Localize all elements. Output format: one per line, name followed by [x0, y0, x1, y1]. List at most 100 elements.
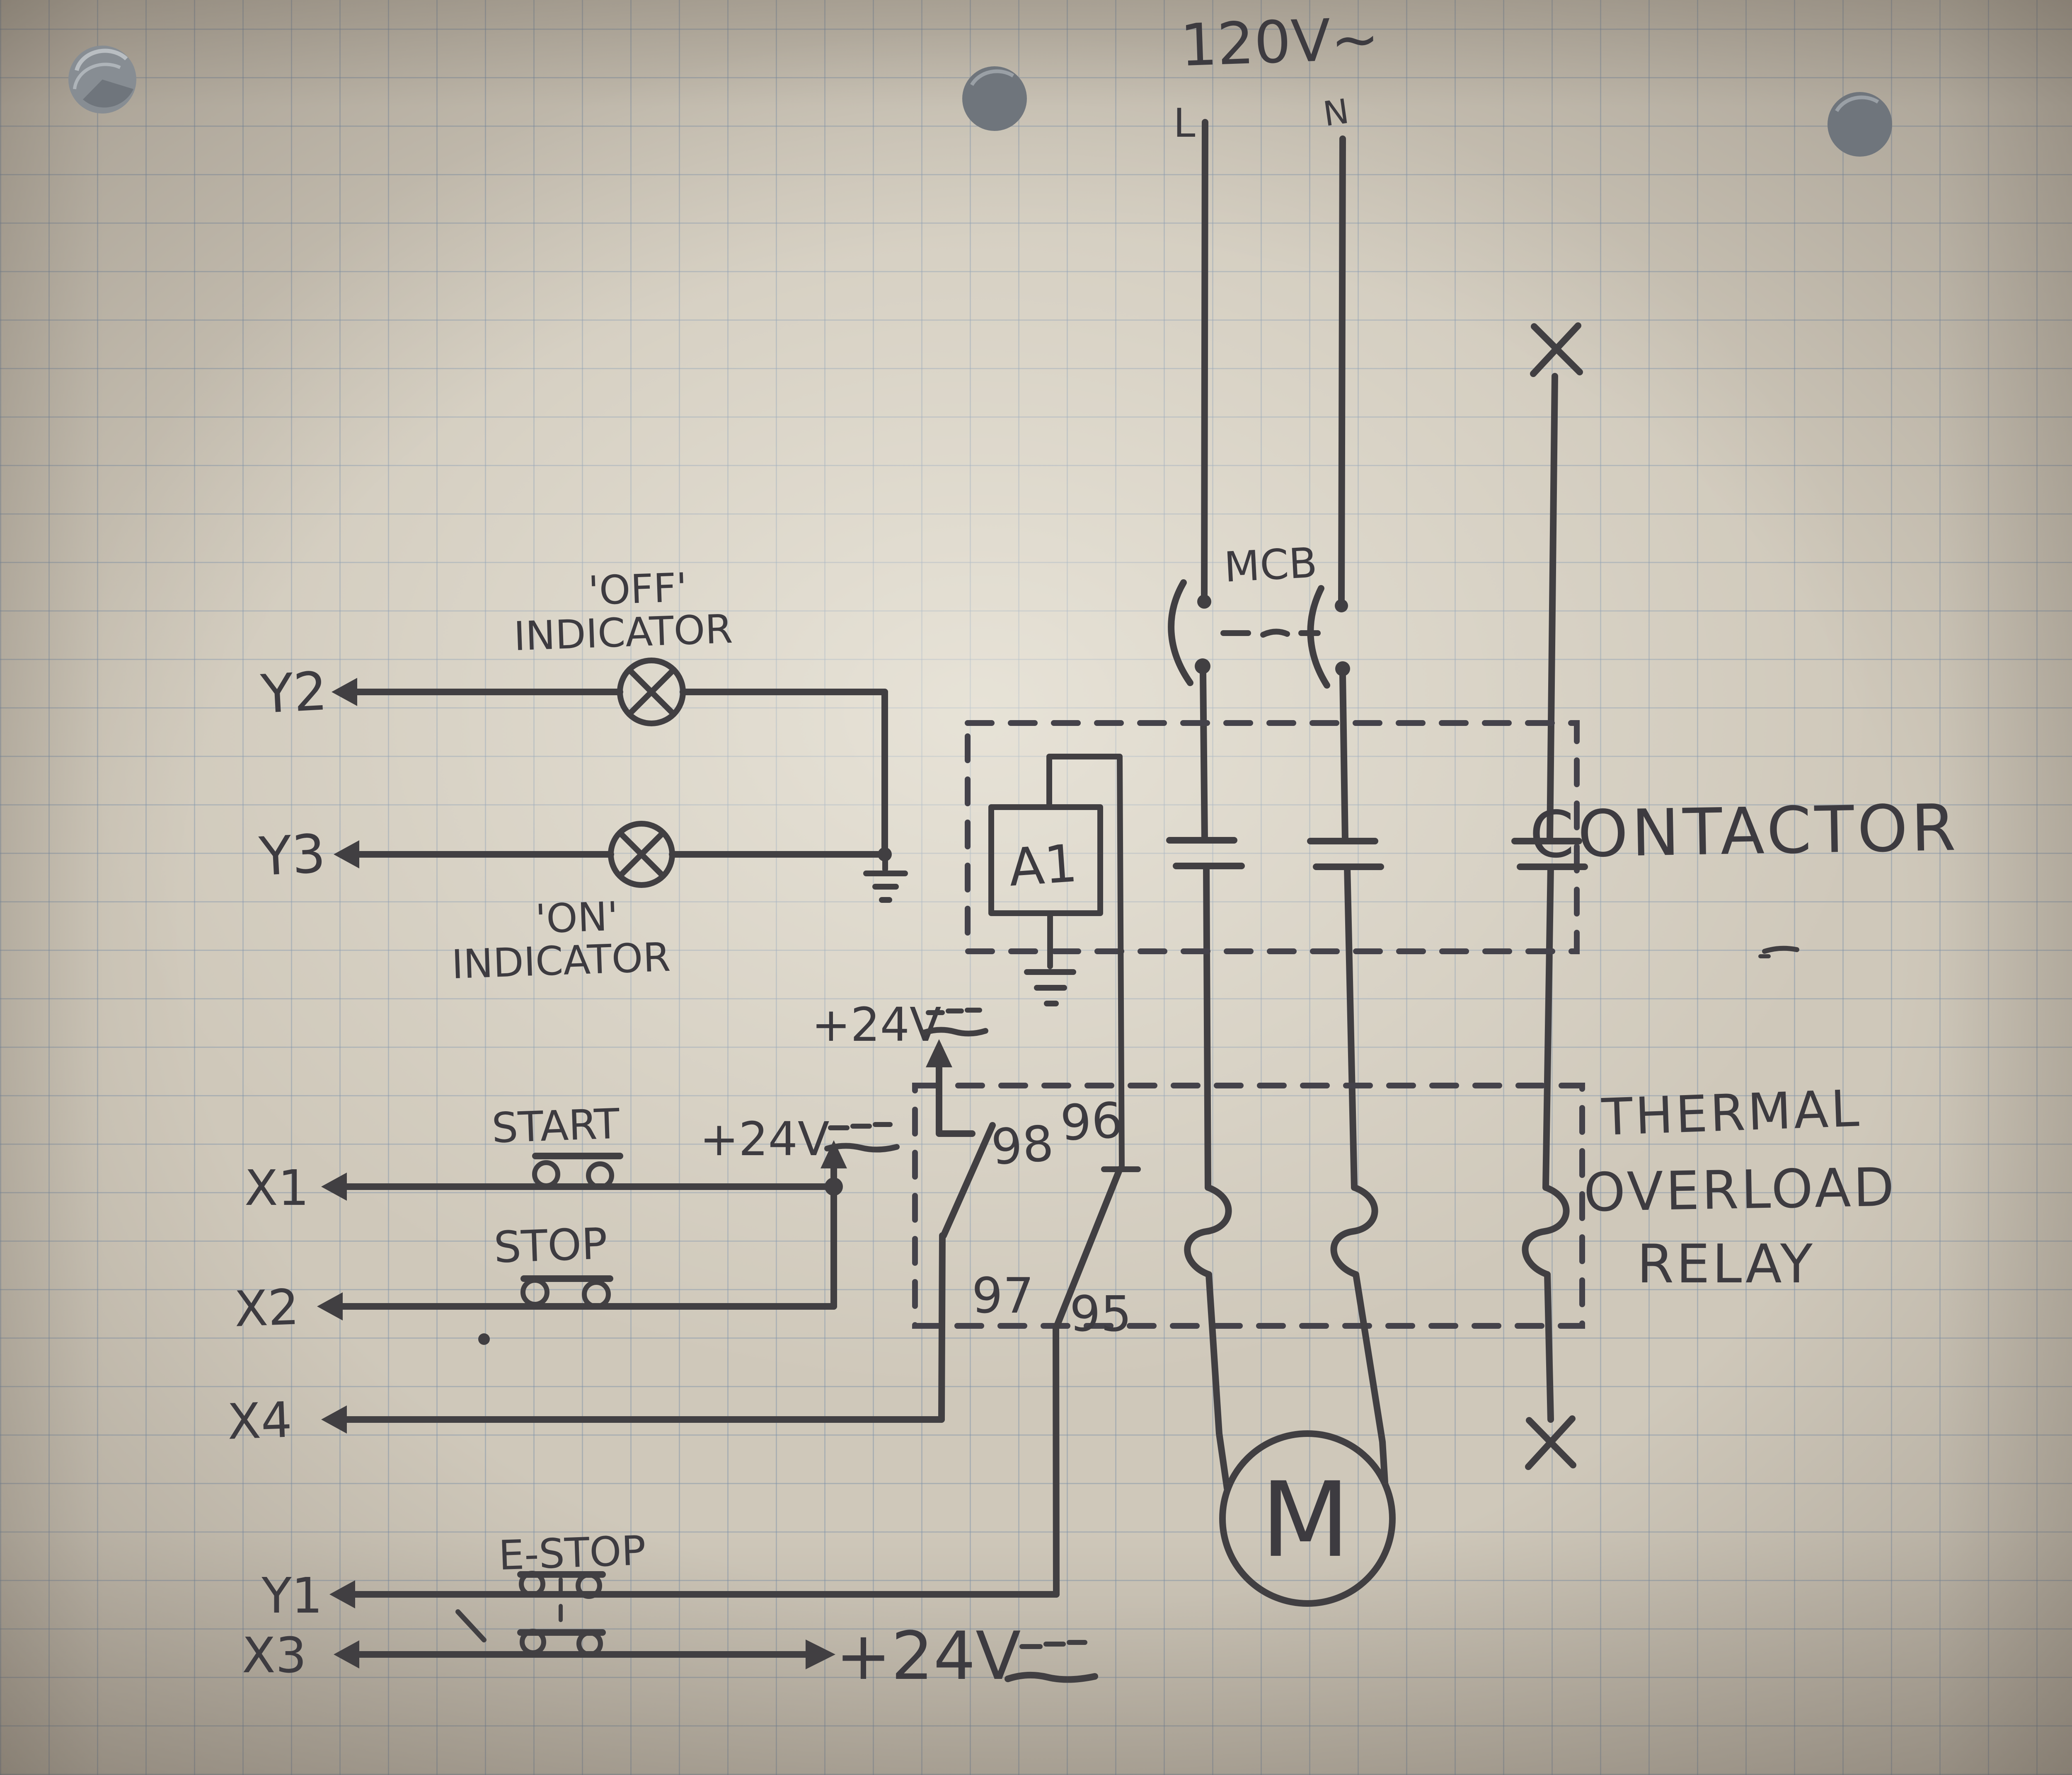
terminal-arrow-y3: [334, 840, 359, 868]
overload-relay-assembly: THERMAL OVERLOAD RELAY 98 97 96 95 +24V: [812, 998, 1897, 1598]
stop-button: [520, 1275, 613, 1309]
spare-wire-lower: [1544, 1271, 1554, 1423]
estop-contact-2: [517, 1629, 606, 1657]
contactor-coil-label: A1: [1007, 834, 1080, 898]
line-N-wire-top: [1338, 135, 1346, 603]
terminal-x1: X1: [244, 1159, 309, 1216]
motor-feed-right: [1353, 1271, 1388, 1486]
start-label: START: [491, 1100, 621, 1153]
line-terminal-label: L: [1174, 101, 1196, 146]
off-label-line1: 'OFF': [588, 564, 688, 614]
terminal-95-label: 95: [1070, 1285, 1132, 1342]
off-label-line2: INDICATOR: [513, 606, 733, 660]
terminal-98-label: 98: [989, 1115, 1055, 1176]
terminal-arrow-y1: [329, 1580, 355, 1608]
mcb-pole2-top-dot: [1335, 599, 1348, 612]
ground-symbol-indicators: [863, 851, 908, 903]
estop-label: E-STOP: [498, 1527, 646, 1579]
overload-heater-2: [1330, 1184, 1378, 1278]
hole-punch-left: [68, 46, 136, 114]
line-L-wire: [1203, 863, 1211, 1191]
mcb-pole2-bottom-dot: [1335, 661, 1350, 676]
supply-voltage-label: 120V~: [1179, 5, 1380, 80]
overload-label-line1: THERMAL: [1600, 1079, 1862, 1147]
contactor-coil-box: [988, 804, 1103, 916]
stop-row: STOP: [327, 1183, 837, 1345]
estop-rows: E-STOP +24V: [348, 1527, 1098, 1695]
contactor-main-contact-3: [1511, 838, 1588, 870]
on-label-line2: INDICATOR: [451, 934, 671, 988]
line-N-wire: [1344, 863, 1358, 1191]
mcb-label: MCB: [1223, 538, 1319, 592]
mcb-pole2-arc: [1307, 585, 1330, 689]
stray-tick: [455, 1609, 487, 1642]
estop-contact-1: [517, 1571, 606, 1599]
contactor-label: CONTACTOR: [1529, 790, 1960, 873]
motor: M: [1205, 1271, 1396, 1607]
overload-heater-1: [1184, 1184, 1232, 1278]
terminal-arrow-y2: [332, 678, 357, 706]
x-mark-bottom: [1525, 1415, 1576, 1470]
hole-punch-middle: [962, 66, 1027, 131]
up-arrow-head: [821, 1140, 847, 1168]
on-indicator-lamp: [608, 821, 675, 888]
terminal-x2: X2: [233, 1278, 300, 1337]
overload-label-line2: OVERLOAD: [1583, 1156, 1897, 1224]
terminal-arrow-x1: [321, 1173, 347, 1201]
terminal-arrow-x3: [334, 1640, 359, 1669]
on-label-line1: 'ON': [535, 893, 619, 943]
off-indicator-lamp: [617, 658, 686, 726]
terminal-labels: Y2 Y3 X1 X2 X4 Y1 X3: [226, 660, 359, 1684]
line-N-wire: [1339, 672, 1348, 843]
terminal-y1: Y1: [261, 1567, 322, 1624]
motor-feed-left: [1205, 1271, 1230, 1492]
terminal-97-label: 97: [972, 1267, 1034, 1324]
dc-symbol: [1005, 1640, 1098, 1683]
stop-label: STOP: [493, 1218, 608, 1272]
right-arrow-head: [806, 1640, 835, 1669]
line-L-wire-top: [1201, 119, 1208, 599]
dc1-label: +24V: [700, 1112, 830, 1166]
overload-dashed-box: [912, 1083, 1585, 1329]
terminal-y2: Y2: [259, 660, 329, 725]
terminal-96-label: 96: [1059, 1091, 1124, 1152]
dc-symbol: [921, 1008, 988, 1037]
spare-wire: [1547, 373, 1558, 843]
mcb-pole1-top-dot: [1197, 595, 1211, 609]
dc-supply-overload: +24V: [812, 998, 988, 1137]
dc2-label: +24V: [812, 998, 942, 1052]
hole-punch-right: [1828, 92, 1892, 157]
terminal-arrow-x2: [317, 1292, 343, 1320]
spare-wire: [1542, 863, 1554, 1191]
neutral-terminal-label: N: [1321, 92, 1351, 134]
start-button: [532, 1153, 623, 1190]
up-arrow-head: [926, 1039, 952, 1067]
dc-supply-x3: +24V: [835, 1617, 1098, 1695]
power-wires: [1200, 322, 1583, 1470]
indicator-section: 'OFF' INDICATOR 'ON' INDICATOR: [337, 564, 908, 988]
contactor-dashed-box: [965, 720, 1580, 954]
contactor-main-contact-2: [1307, 838, 1384, 870]
terminal-y3: Y3: [257, 823, 327, 888]
mcb-breaker: MCB: [1168, 119, 1350, 689]
terminal-x4: X4: [226, 1391, 293, 1450]
contactor-main-contact-1: [1166, 837, 1245, 869]
supply-section: 120V~ L N: [1174, 5, 1381, 146]
mcb-pole1-arc: [1168, 579, 1193, 686]
terminal-x3: X3: [242, 1627, 307, 1684]
dc-symbol: [824, 1122, 900, 1153]
overload-label-line3: RELAY: [1637, 1233, 1815, 1295]
coil-top-wire: [1046, 754, 1125, 1170]
mcb-link-dash: [1260, 629, 1290, 638]
motor-circle: [1219, 1430, 1396, 1607]
contact-98-97-blade: [940, 1122, 996, 1239]
mcb-pole1-bottom-dot: [1195, 658, 1210, 674]
ink-splotch: [478, 1333, 490, 1345]
motor-label: M: [1261, 1460, 1350, 1580]
terminal-arrow-x4: [321, 1405, 347, 1434]
x-mark-top: [1530, 322, 1583, 377]
overload-heater-3: [1522, 1184, 1570, 1278]
